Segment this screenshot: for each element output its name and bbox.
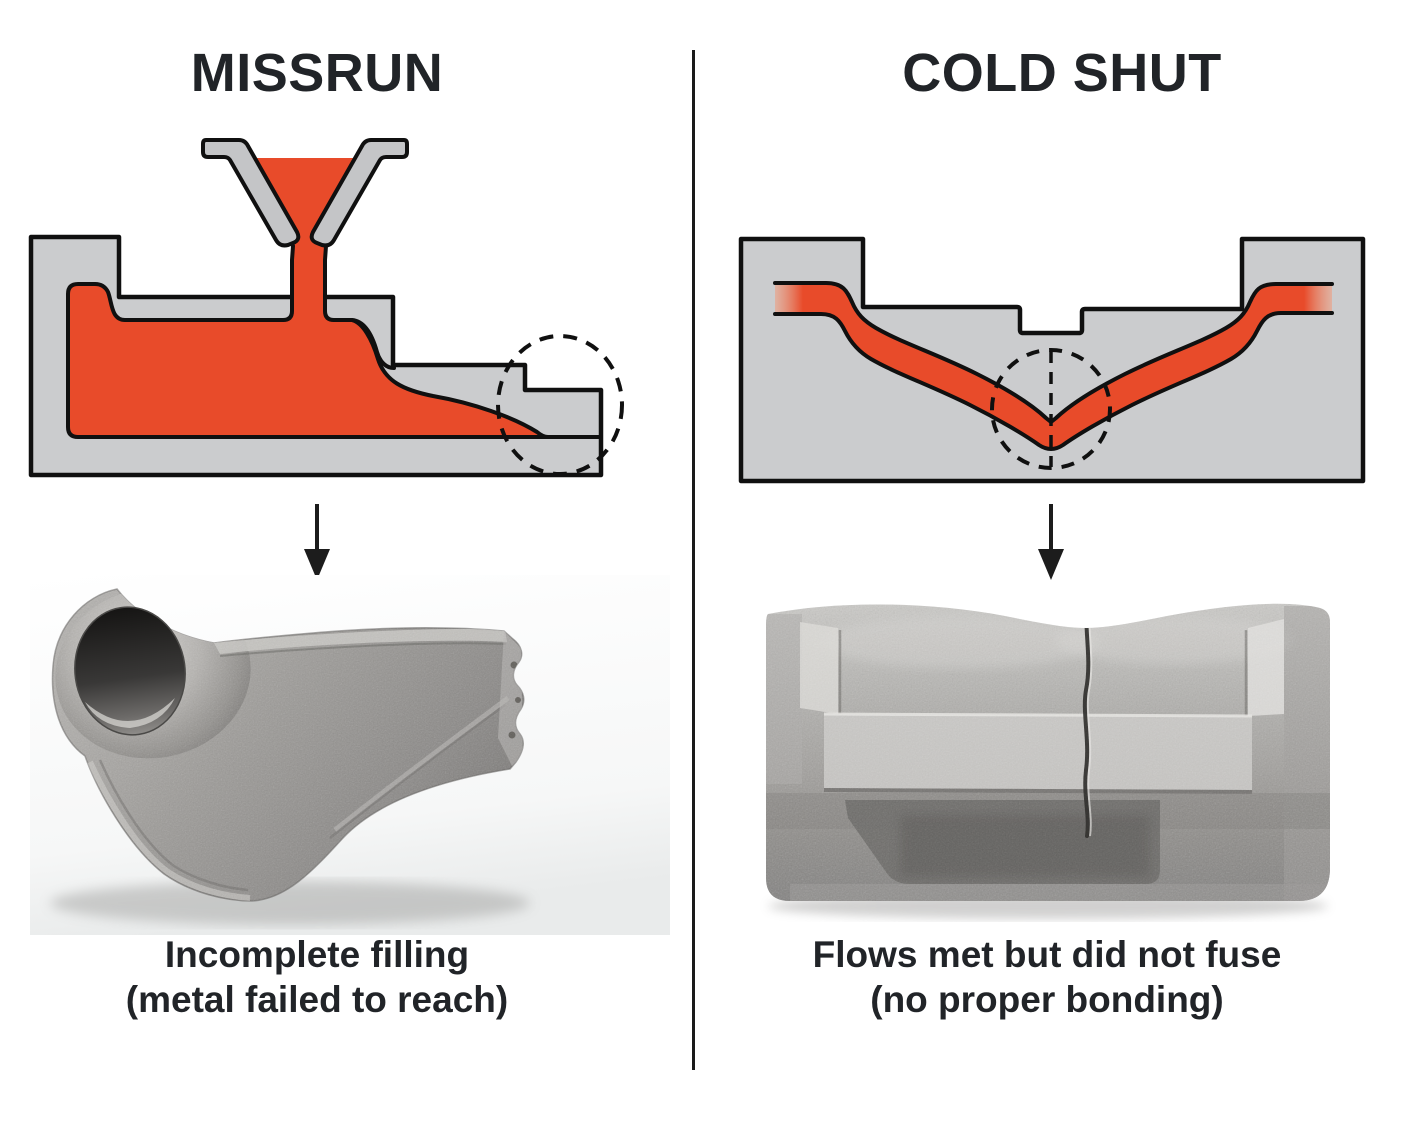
missrun-title: MISSRUN — [190, 43, 444, 103]
metal-front-outline — [350, 318, 550, 439]
flows-bottom-outline — [773, 311, 1334, 451]
funnel-right-wall — [309, 138, 409, 248]
defect-dashed-circle — [496, 334, 624, 476]
down-arrow-icon — [1038, 504, 1064, 580]
molten-metal — [68, 158, 548, 437]
defect-dashed-circle — [990, 348, 1112, 470]
panel-divider — [692, 50, 695, 1070]
cold-shut-caption-line1: Flows met but did not fuse — [812, 934, 1282, 975]
missrun-caption-line2: (metal failed to reach) — [125, 979, 509, 1021]
cold-shut-caption: Flows met but did not fuse (no proper bo… — [747, 932, 1347, 1022]
missrun-mold-diagram — [28, 138, 624, 478]
part-shadow — [50, 881, 530, 925]
cold-shut-mold-diagram — [738, 236, 1366, 484]
missrun-caption: Incomplete filling (metal failed to reac… — [17, 932, 617, 1022]
missrun-casting-photo — [30, 575, 670, 935]
funnel-left-wall — [201, 138, 301, 248]
sprue-left-wall — [281, 244, 295, 322]
boss-hole — [74, 606, 186, 736]
cold-shut-title: COLD SHUT — [902, 43, 1222, 103]
sprue-right-wall — [323, 244, 336, 322]
missrun-caption-line1: Incomplete filling — [164, 934, 470, 975]
crack-top-notch — [1080, 603, 1095, 620]
hole-bottom-light — [85, 698, 175, 728]
down-arrow-icon — [304, 504, 330, 580]
cavity-outline — [66, 282, 603, 439]
cold-shut-caption-line2: (no proper bonding) — [870, 979, 1224, 1021]
cold-shut-casting-photo — [766, 603, 1330, 919]
